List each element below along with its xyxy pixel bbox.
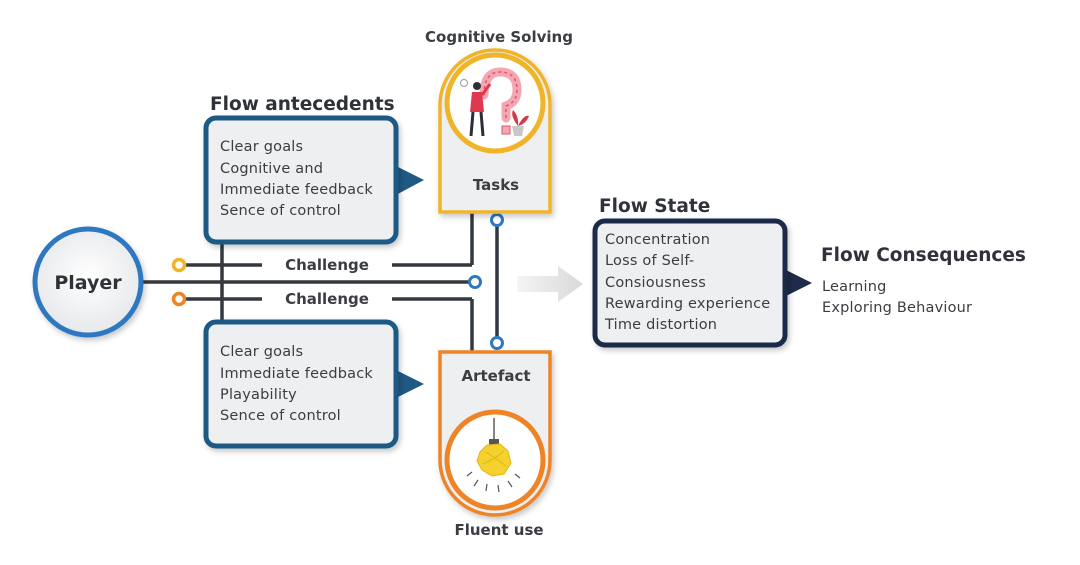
- flow-state-item: Concentration: [605, 232, 710, 248]
- flow-state-item: Rewarding experience: [605, 296, 770, 312]
- tasks-label: Tasks: [473, 176, 519, 194]
- player-circle: [32, 226, 144, 338]
- consequences-item: Learning: [822, 279, 887, 295]
- antecedents-top-panel: Clear goals Cognitive and Immediate feed…: [203, 115, 424, 245]
- antecedents-title: Flow antecedents: [210, 94, 395, 115]
- flow-arrow-icon: [517, 266, 583, 302]
- flow-state-item: Time distortion: [604, 317, 717, 333]
- connector-lines: [142, 212, 499, 352]
- antecedents-top-item: Immediate feedback: [220, 182, 373, 198]
- antecedents-top-item: Sence of control: [220, 203, 341, 219]
- antecedents-bottom-item: Playability: [220, 387, 297, 403]
- artefact-node: Artefact: [438, 350, 552, 517]
- antecedents-bottom-pointer: [394, 369, 424, 399]
- antecedents-bottom-item: Immediate feedback: [220, 366, 373, 382]
- antecedents-top-pointer: [394, 165, 424, 196]
- player-label: Player: [54, 272, 122, 294]
- antecedents-bottom-item: Clear goals: [220, 344, 303, 360]
- tasks-connector-dot: [490, 213, 504, 227]
- artefact-caption: Fluent use: [454, 521, 543, 539]
- challenge-label-bottom: Challenge: [285, 290, 369, 308]
- flow-state-panel: Concentration Loss of Self- Consiousness…: [592, 218, 812, 348]
- tasks-node: Tasks: [438, 48, 552, 214]
- player-node: Player: [32, 226, 144, 338]
- artefact-label: Artefact: [461, 367, 530, 385]
- player-line-end-dot: [468, 275, 482, 289]
- flow-state-pointer: [782, 268, 812, 298]
- tasks-caption: Cognitive Solving: [425, 28, 573, 46]
- challenge-label-top: Challenge: [285, 256, 369, 274]
- challenge-top-dot: [171, 257, 187, 273]
- artefact-connector-dot: [490, 336, 504, 350]
- flow-state-title: Flow State: [599, 196, 710, 217]
- flow-state-item: Consiousness: [605, 275, 706, 291]
- antecedents-top-item: Clear goals: [220, 139, 303, 155]
- lightbulb-icon: [466, 418, 521, 493]
- flow-state-item: Loss of Self-: [605, 253, 694, 269]
- antecedents-bottom-panel: Clear goals Immediate feedback Playabili…: [203, 319, 424, 449]
- consequences-title: Flow Consequences: [821, 245, 1026, 266]
- challenge-bottom-dot: [171, 291, 187, 307]
- antecedents-bottom-item: Sence of control: [220, 408, 341, 424]
- thinking-person-icon: [460, 67, 529, 137]
- consequences-item: Exploring Behaviour: [822, 300, 972, 316]
- antecedents-top-item: Cognitive and: [220, 161, 323, 177]
